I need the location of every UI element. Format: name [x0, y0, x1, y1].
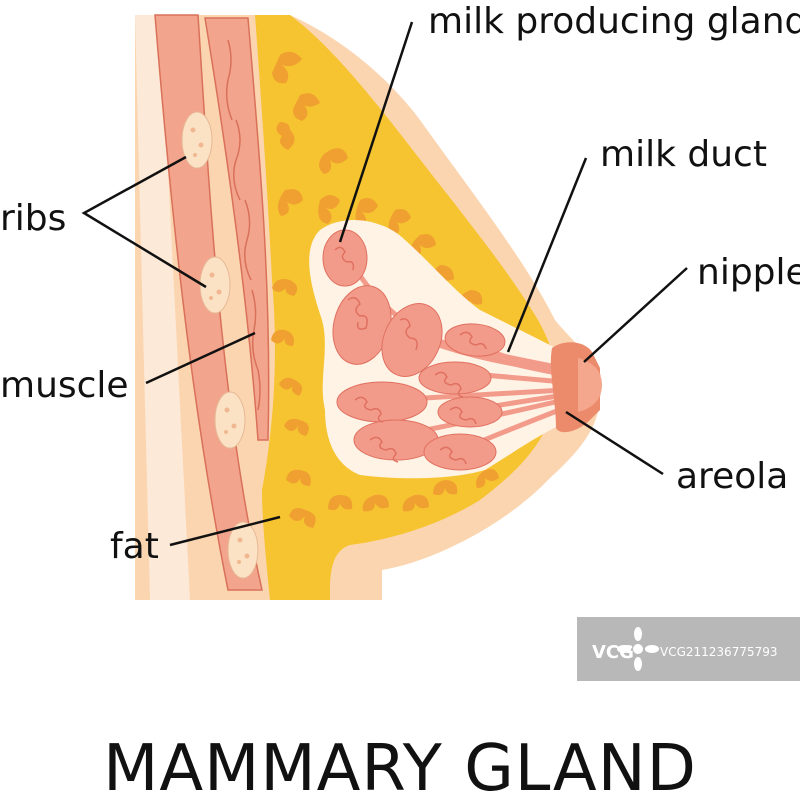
leader-muscle [145, 331, 256, 385]
watermark-flower-icon [617, 627, 659, 671]
label-muscle: muscle [0, 365, 129, 406]
leader-areola [565, 410, 664, 476]
label-milk-producing-gland: milk producing gland [428, 1, 800, 42]
nipple-shape [578, 358, 602, 412]
watermark-bg [577, 617, 800, 681]
label-milk-duct: milk duct [600, 134, 767, 175]
chest-wall-edge [135, 15, 190, 600]
leader-milk-duct [506, 157, 588, 353]
leader-nipple [583, 267, 688, 363]
diagram-title: MAMMARY GLAND [103, 732, 697, 792]
label-ribs: ribs [0, 198, 66, 239]
label-nipple: nipple [697, 252, 800, 293]
muscle-fibers [225, 39, 261, 411]
ribs [181, 111, 259, 579]
rib-dots [190, 127, 250, 564]
gland-texture [334, 246, 487, 465]
label-fat: fat [110, 526, 159, 567]
leader-lines [81, 21, 688, 547]
watermark-code: VCG211236775793 [660, 645, 778, 659]
gland-lobules [322, 229, 506, 471]
leader-fat [169, 515, 281, 547]
watermark: VCG VCG211236775793 [577, 617, 800, 681]
leader-ribs [81, 155, 207, 289]
label-areola: areola [676, 456, 788, 497]
leader-milk-producing-gland [338, 21, 414, 243]
watermark-logo: VCG [592, 642, 634, 663]
